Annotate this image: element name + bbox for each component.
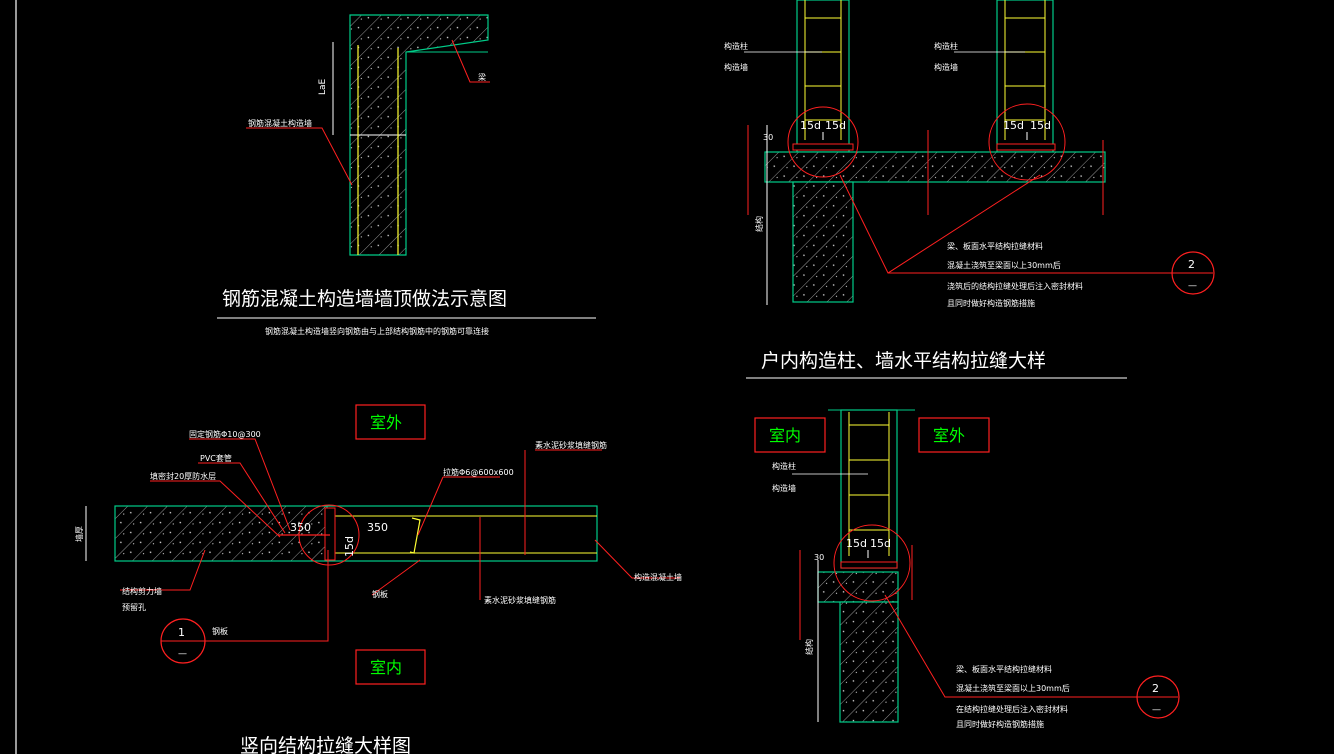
drawing-2-title: 户内构造柱、墙水平结构拉缝大样 — [761, 350, 1046, 372]
callout-2b-sub: — — [1152, 705, 1161, 715]
dim-15d-1: 15d — [800, 119, 821, 132]
callout-plate: 钢板 — [372, 589, 388, 599]
note4-line-4: 且同时做好构造钢筋措施 — [956, 719, 1044, 729]
column-4 — [840, 409, 898, 569]
dim-wall-thickness: 墙厚 — [74, 526, 84, 542]
dim-30-4: 30 — [814, 553, 824, 562]
callout-circle-2a — [1171, 251, 1215, 295]
drawing-4-exterior-joint-detail: 15d 15d 构造柱 构造墙 30 结构 2 — 梁、板面水平结构拉缝材料 混… — [754, 409, 1180, 729]
detail-circle-3 — [298, 504, 360, 566]
joint-strip-right — [996, 143, 1056, 151]
drawing-3-title: 竖向结构拉缝大样图 — [240, 735, 411, 754]
detail-circle-left — [787, 106, 859, 178]
label-inside: 室内 — [370, 658, 402, 677]
drawing-2-indoor-joint-detail: 15d 15d 15d 15d 构造柱 构造墙 构造柱 构造墙 30 结构 2 … — [724, 0, 1215, 379]
dim-15d: 15d — [343, 536, 356, 557]
callout-infill-wall: 构造混凝土墙 — [634, 572, 682, 582]
note4-line-3: 在结构拉缝处理后注入密封材料 — [956, 704, 1068, 714]
floor-slab — [764, 151, 1106, 183]
callout-sealant: 填密封20厚防水层 — [150, 471, 216, 481]
dim-15d-4: 15d — [1030, 119, 1051, 132]
dim-15d-3: 15d — [1003, 119, 1024, 132]
label-box-inside-4 — [754, 417, 826, 453]
leader-to-callout-2b — [884, 594, 1138, 698]
note-line-2: 混凝土浇筑至梁面以上30mm后 — [947, 260, 1061, 270]
drawing-1-wall-top-detail: LaE 钢筋混凝土构造墙 梁 钢筋混凝土构造墙墙顶做法示意图 钢筋混凝土构造墙竖… — [217, 14, 596, 336]
tie-rebar — [409, 517, 421, 554]
leader-right — [451, 39, 490, 83]
label-box-outside — [355, 404, 426, 440]
dim-side-4: 结构 — [804, 639, 814, 655]
callout-2a-number: 2 — [1188, 258, 1195, 271]
col-label-1: 构造柱 — [772, 461, 796, 471]
note4-line-1: 梁、板面水平结构拉缝材料 — [956, 664, 1052, 674]
structural-wall-section — [114, 505, 328, 562]
dim-15d-2: 15d — [825, 119, 846, 132]
drawing-3-vertical-joint-detail: 350 350 15d 墙厚 1 — 固定钢筋Φ10@300 PVC套管 填密封… — [74, 404, 682, 754]
drawing-1-title: 钢筋混凝土构造墙墙顶做法示意图 — [222, 288, 507, 310]
callout-mortar-bottom: 素水泥砂浆填缝钢筋 — [484, 595, 556, 605]
dim-15d-b: 15d — [870, 537, 891, 550]
label-outside: 室外 — [370, 413, 402, 432]
slab-4 — [817, 571, 899, 603]
callout-circle-2b — [1136, 675, 1180, 719]
callout-tie-bar: 拉筋Φ6@600x600 — [443, 467, 514, 477]
drawing-1-note: 钢筋混凝土构造墙竖向钢筋由与上部结构钢筋中的钢筋可靠连接 — [265, 326, 489, 336]
label-box-inside — [355, 649, 426, 685]
dim-350-a: 350 — [290, 521, 311, 534]
joint-strip-4 — [840, 561, 898, 569]
dim-15d-a: 15d — [846, 537, 867, 550]
callout-structural-wall: 结构剪力墙 — [122, 586, 162, 596]
infill-wall-section — [326, 505, 598, 562]
col-label-2: 构造墙 — [772, 483, 796, 493]
right-col-label-2: 构造墙 — [934, 62, 958, 72]
callout-2b-number: 2 — [1152, 682, 1159, 695]
callout-1-sub: — — [178, 649, 187, 659]
callout-1-number: 1 — [178, 626, 185, 639]
beam-below — [792, 181, 854, 303]
joint-plate — [324, 507, 336, 561]
callout-right-label: 梁 — [478, 73, 486, 82]
right-col-label-1: 构造柱 — [934, 41, 958, 51]
callout-pvc: PVC套管 — [200, 453, 232, 463]
detail-circle-right — [988, 103, 1066, 181]
dim-label-lae: LaE — [318, 78, 328, 95]
callout-plate-material: 钢板 — [212, 626, 228, 636]
callout-left-label: 钢筋混凝土构造墙 — [248, 118, 312, 128]
dim-350-b: 350 — [367, 521, 388, 534]
dim-side: 结构 — [754, 216, 764, 232]
note-line-3: 浇筑后的结构拉缝处理后注入密封材料 — [947, 281, 1083, 291]
note-line-1: 梁、板面水平结构拉缝材料 — [947, 241, 1043, 251]
left-col-label-1: 构造柱 — [724, 41, 748, 51]
leader-to-callout-2 — [839, 174, 1176, 274]
joint-strip-left — [792, 143, 854, 151]
note4-line-2: 混凝土浇筑至梁面以上30mm后 — [956, 683, 1070, 693]
beam-4 — [839, 601, 899, 723]
callout-mortar-top: 素水泥砂浆填缝钢筋 — [535, 440, 607, 450]
callout-2a-sub: — — [1188, 281, 1197, 291]
callout-fixing-rebar: 固定钢筋Φ10@300 — [189, 429, 261, 439]
label-inside-4: 室内 — [769, 426, 801, 445]
callout-reserved-hole: 预留孔 — [122, 602, 146, 612]
label-outside-4: 室外 — [933, 426, 965, 445]
leader-left — [246, 127, 353, 186]
detail-circle-4 — [833, 524, 911, 602]
label-box-outside-4 — [918, 417, 990, 453]
dim-30: 30 — [763, 133, 773, 142]
note-line-4: 且同时做好构造钢筋措施 — [947, 298, 1035, 308]
left-col-label-2: 构造墙 — [724, 62, 748, 72]
